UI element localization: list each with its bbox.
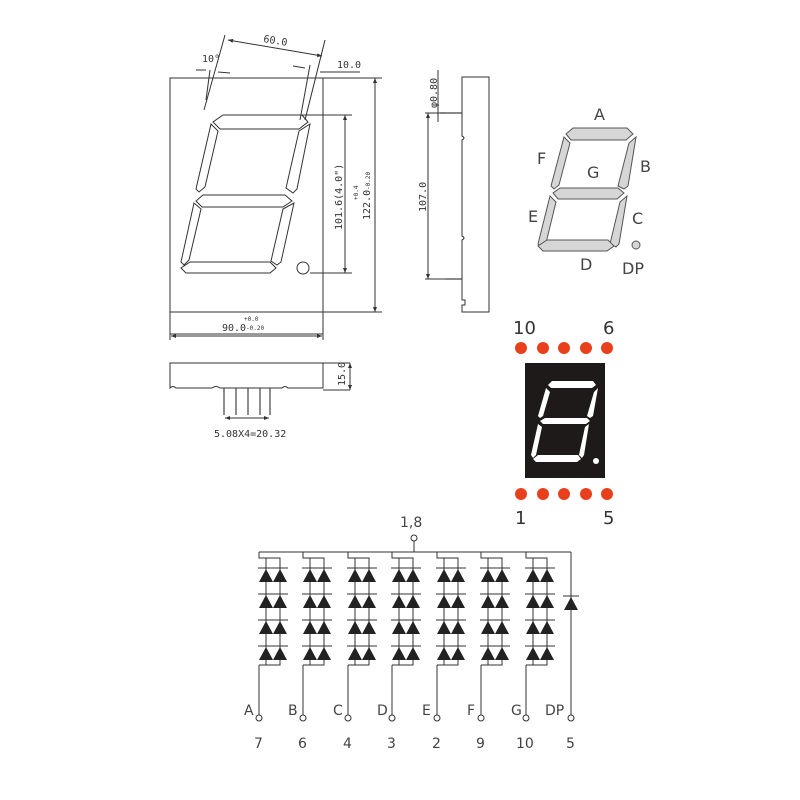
seg-label-f: F [537, 149, 546, 168]
diode-array [258, 552, 555, 666]
display-digit [531, 381, 599, 464]
seg-label-dp: DP [622, 259, 644, 278]
lead-pin-7: 7 [254, 736, 263, 752]
digit-height-dim: 101.6(4.0") [334, 164, 345, 230]
seg-label-g: G [587, 163, 599, 182]
side-view-drawing: φ0.80 107.0 [418, 70, 490, 313]
lead-label-b: B [288, 703, 298, 719]
seg-label-a: A [594, 105, 605, 124]
lead-label-g: G [511, 703, 522, 719]
pin-pitch-dim: 5.08X4=20.32 [214, 429, 286, 440]
front-view-drawing: 60.0 10° 10.0 101.6(4.0") +0.4 122.0 -0.… [169, 34, 382, 340]
pin-diameter-dim: φ0.80 [429, 78, 440, 108]
seg-width-dim: 10.0 [337, 60, 361, 71]
lead-label-e: E [422, 703, 431, 719]
top-width-dim: 60.0 [263, 34, 289, 49]
lead-pin-6: 6 [298, 736, 307, 752]
common-pin-label: 1,8 [400, 515, 422, 531]
pin-label-1: 1 [515, 508, 526, 529]
lead-pin-4: 4 [343, 736, 352, 752]
lead-label-d: D [377, 703, 388, 719]
lead-label-f: F [467, 703, 475, 719]
lead-label-c: C [333, 703, 343, 719]
lead-pin-10: 10 [516, 736, 534, 752]
body-height-tol-minus: -0.20 [365, 172, 372, 190]
thickness-dim: 15.0 [337, 362, 348, 386]
bottom-view-drawing: 15.0 5.08X4=20.32 [169, 362, 352, 440]
bottom-pin-row [515, 488, 613, 500]
body-width-dim: 90.0 [222, 323, 246, 334]
lead-pin-2: 2 [432, 736, 441, 752]
schematic: 1,8 A B C D E F G DP 7 6 4 [244, 515, 579, 752]
pin-span-dim: 107.0 [418, 182, 429, 212]
pinout-diagram: 10 6 1 5 [513, 318, 614, 529]
front-digit-outline [180, 114, 311, 275]
top-pin-row [515, 342, 613, 354]
lead-pin-3: 3 [387, 736, 396, 752]
lead-pin-9: 9 [476, 736, 485, 752]
body-height-dim: 122.0 [362, 190, 373, 220]
seg-label-b: B [640, 157, 651, 176]
angle-dim: 10° [202, 54, 220, 65]
seg-label-d: D [580, 255, 592, 274]
body-width-tol-minus: -0.20 [246, 325, 264, 332]
segment-map: A B C D E F G DP [528, 105, 651, 278]
pin-label-5: 5 [603, 508, 614, 529]
seg-label-e: E [528, 207, 538, 226]
body-height-tol-plus: +0.4 [353, 185, 360, 200]
body-width-tol-plus: +0.0 [244, 316, 259, 323]
pin-label-6: 6 [603, 318, 614, 339]
pin-label-10: 10 [513, 318, 536, 339]
lead-label-dp: DP [545, 703, 564, 719]
seg-label-c: C [632, 209, 643, 228]
lead-pin-5: 5 [566, 736, 575, 752]
lead-label-a: A [244, 703, 254, 719]
